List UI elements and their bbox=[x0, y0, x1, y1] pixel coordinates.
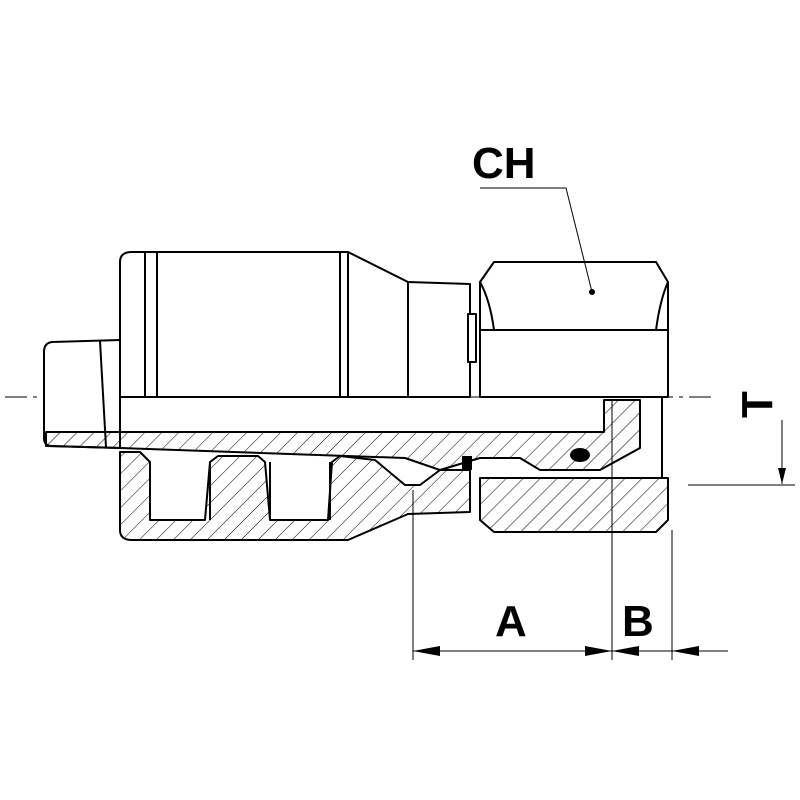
label-b: B bbox=[622, 597, 654, 646]
ferrule bbox=[119, 251, 471, 541]
label-a: A bbox=[495, 597, 527, 646]
hex-nut bbox=[479, 261, 669, 533]
nipple-tube bbox=[43, 339, 641, 471]
label-ch: CH bbox=[472, 139, 536, 188]
ch-leader bbox=[480, 187, 593, 293]
retaining-ring bbox=[467, 313, 477, 363]
dimension-a-b: A B bbox=[412, 400, 728, 660]
o-ring-seal bbox=[462, 448, 590, 470]
dimension-t: T bbox=[688, 391, 795, 486]
label-t: T bbox=[733, 391, 782, 418]
